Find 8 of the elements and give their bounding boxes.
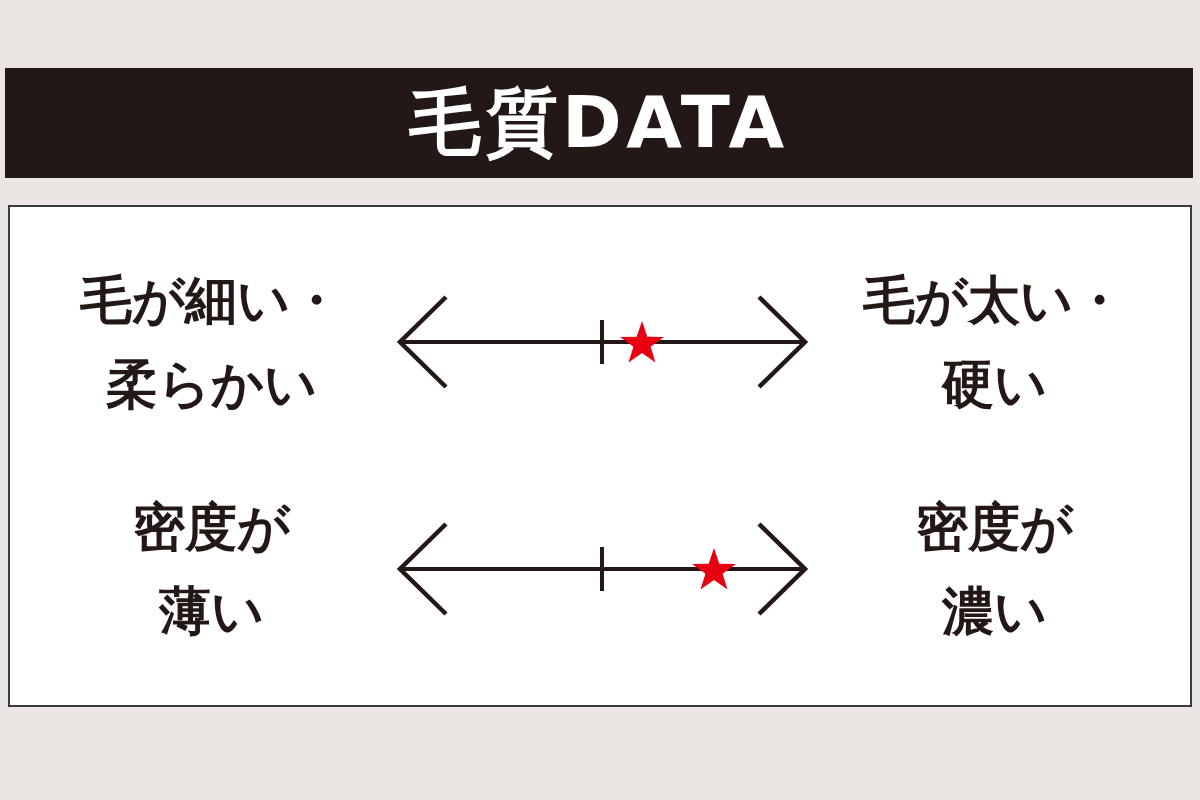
double-arrow: [397, 294, 808, 390]
panel-frame: [8, 205, 1192, 707]
scale-label: 毛が細い・柔らかい: [79, 269, 343, 416]
double-arrow: [397, 521, 808, 617]
scale-label: 密度が濃い: [914, 496, 1075, 643]
scale-label: 密度が薄い: [131, 496, 292, 643]
title-banner: 毛質DATA: [5, 68, 1193, 178]
scale-label: 毛が太い・硬い: [862, 269, 1126, 416]
